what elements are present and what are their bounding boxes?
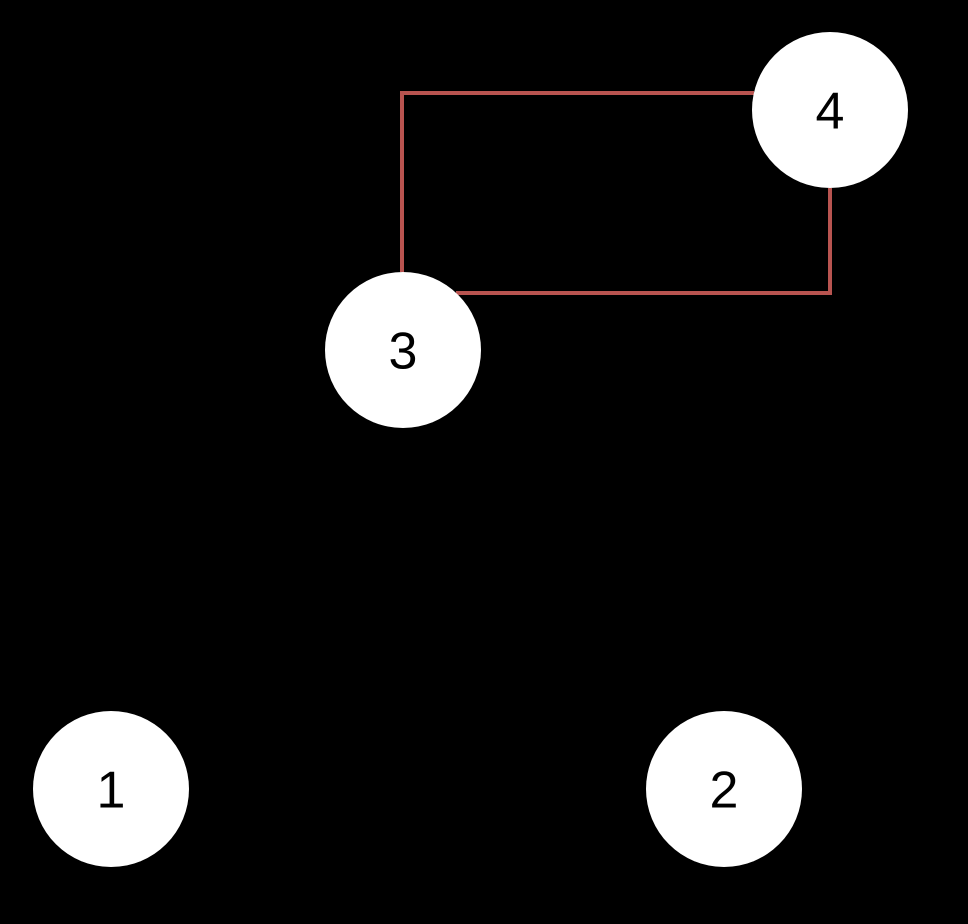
node-1[interactable]: 1 (33, 711, 189, 867)
node-circle[interactable] (33, 711, 189, 867)
edge-4-3[interactable] (456, 188, 832, 295)
node-4[interactable]: 4 (752, 32, 908, 188)
node-circle[interactable] (646, 711, 802, 867)
node-label: 4 (816, 83, 845, 141)
node-label: 2 (710, 762, 739, 820)
node-label: 3 (389, 323, 418, 381)
edge-3-4[interactable] (400, 91, 754, 272)
node-circle[interactable] (752, 32, 908, 188)
edges-layer (400, 91, 832, 295)
node-label: 1 (97, 762, 126, 820)
node-3[interactable]: 3 (325, 272, 481, 428)
node-2[interactable]: 2 (646, 711, 802, 867)
node-circle[interactable] (325, 272, 481, 428)
nodes-layer: 1 2 3 4 (33, 32, 908, 867)
